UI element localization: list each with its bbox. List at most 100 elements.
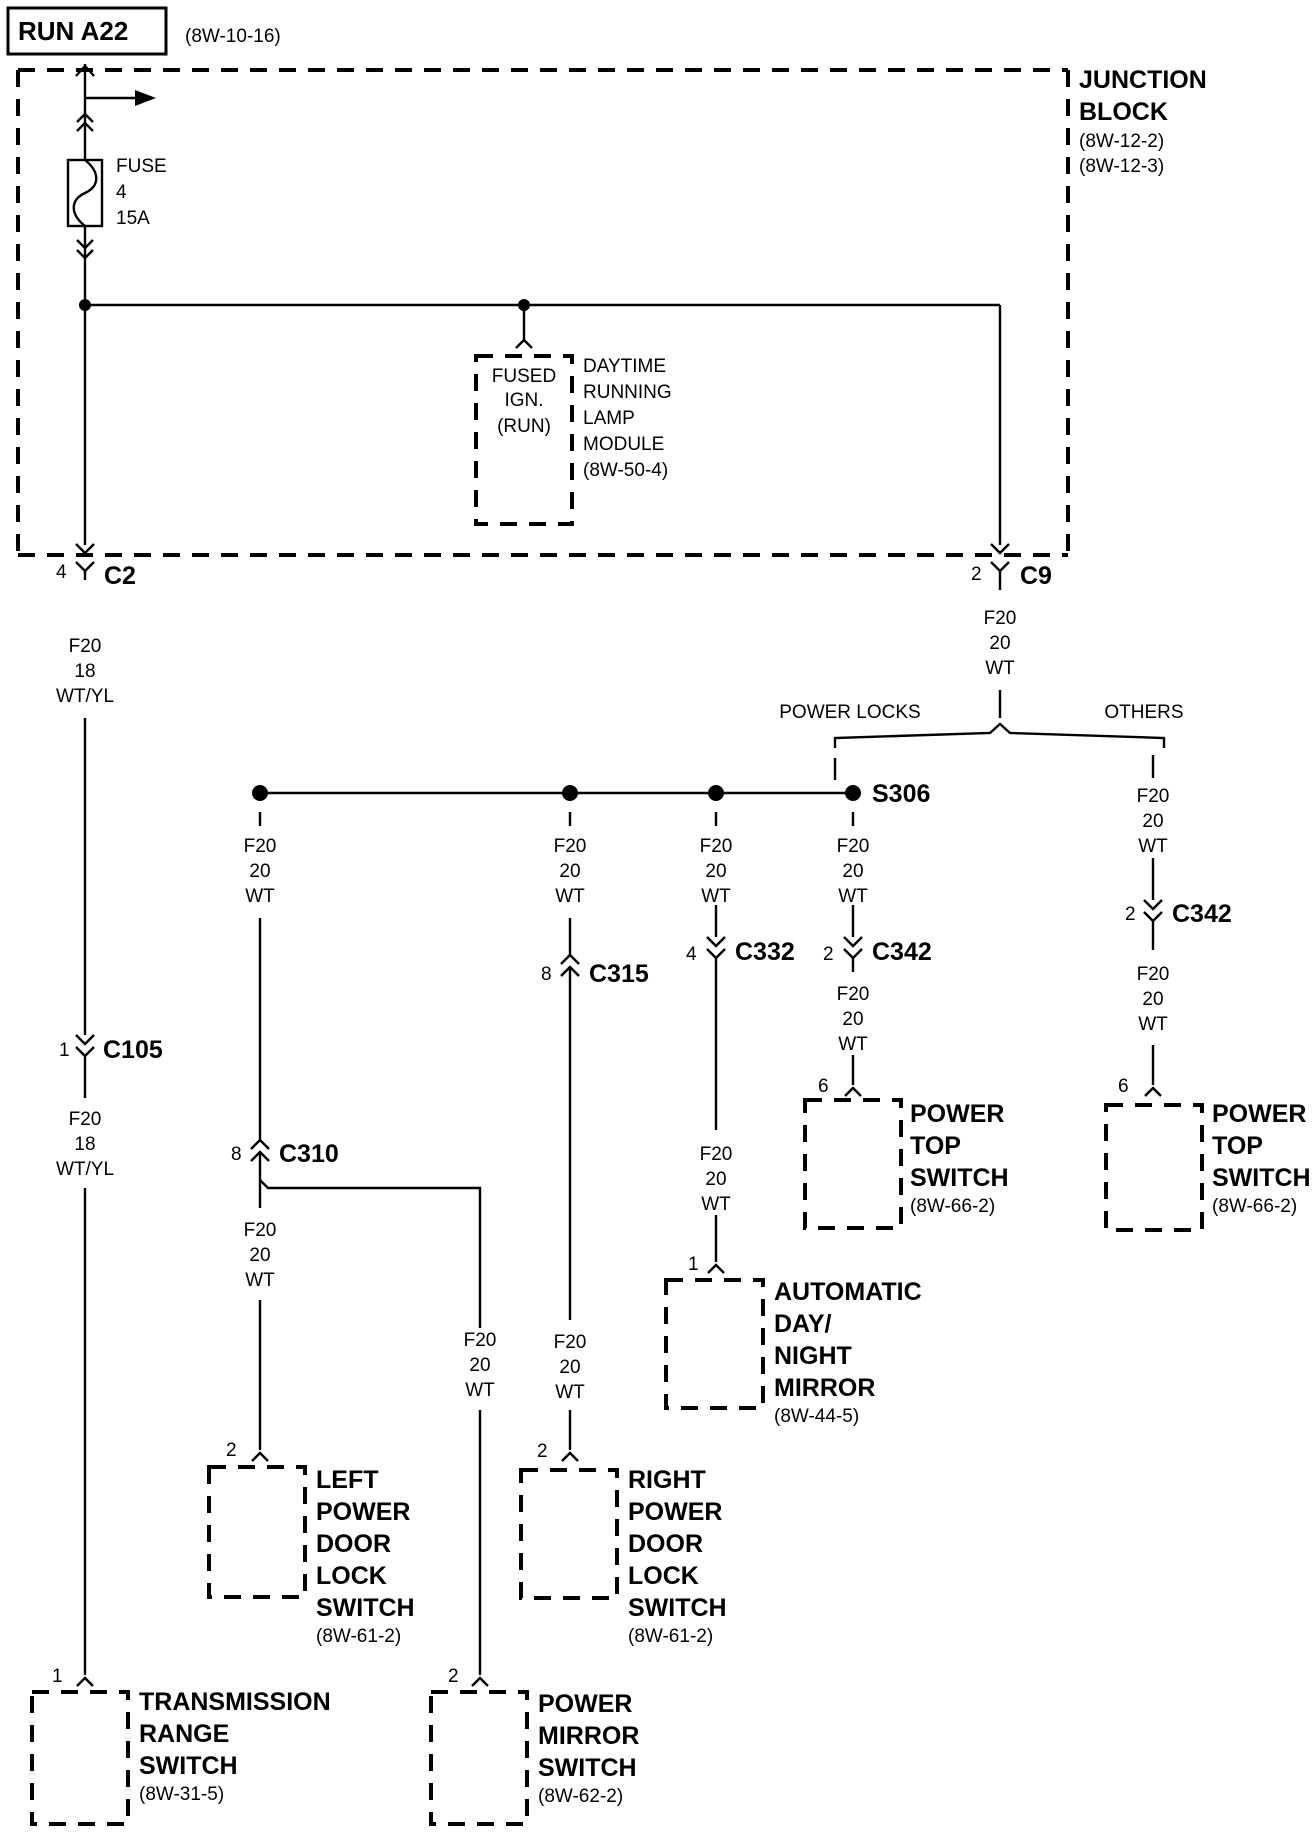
svg-text:20: 20 — [705, 1169, 726, 1190]
svg-text:WT/YL: WT/YL — [56, 686, 114, 707]
c332-pin: 4 — [686, 944, 697, 965]
fuse-rating: 15A — [116, 208, 150, 229]
wire-label-c310-2: F20 20 WT — [244, 1220, 277, 1291]
wire-label-c310-1: F20 20 WT — [244, 836, 277, 907]
wire-label-c332-1: F20 20 WT — [700, 836, 733, 907]
right-lock-switch-label: RIGHT — [628, 1466, 706, 1494]
connector-c315 — [560, 953, 580, 1320]
left-lock-switch-label: LOCK — [316, 1562, 387, 1590]
svg-text:F20: F20 — [837, 984, 870, 1005]
power-top-2-pin: 6 — [1118, 1076, 1129, 1097]
branch-others: OTHERS — [1104, 702, 1183, 723]
power-top-switch-2-label: SWITCH — [1212, 1164, 1311, 1192]
c332-name: C332 — [735, 938, 795, 966]
wire-label-c2: F20 18 WT/YL — [56, 636, 114, 707]
branch-split — [833, 722, 1166, 748]
wire-label-c332-2: F20 20 WT — [700, 1144, 733, 1215]
c315-name: C315 — [589, 960, 649, 988]
c105-name: C105 — [103, 1036, 163, 1064]
auto-mirror-label: MIRROR — [774, 1374, 875, 1402]
c342-others-pin: 2 — [1125, 904, 1136, 925]
power-top-switch-2-label: POWER — [1212, 1100, 1306, 1128]
power-top-switch-1-label: POWER — [910, 1100, 1004, 1128]
splice-s306: S306 — [872, 780, 930, 808]
wire-label-c9: F20 20 WT — [984, 608, 1017, 679]
c315-pin: 8 — [541, 964, 552, 985]
svg-text:WT: WT — [1138, 1014, 1168, 1035]
circuit-title-box — [6, 6, 168, 56]
power-top-1-pin: 6 — [818, 1076, 829, 1097]
svg-text:20: 20 — [559, 861, 580, 882]
right-lock-switch-box — [519, 1468, 619, 1600]
right-lock-switch-label: POWER — [628, 1498, 722, 1526]
right-lock-switch-label: LOCK — [628, 1562, 699, 1590]
power-top-switch-2-label: TOP — [1212, 1132, 1263, 1160]
wire-label-mirror: F20 20 WT — [464, 1330, 497, 1401]
wire-label-others-2: F20 20 WT — [1137, 964, 1170, 1035]
left-lock-pin: 2 — [226, 1440, 237, 1461]
svg-text:F20: F20 — [700, 1144, 733, 1165]
fuse-output — [76, 226, 1002, 545]
drl-module-box — [474, 354, 574, 526]
svg-text:20: 20 — [249, 1245, 270, 1266]
connector-c2 — [75, 543, 95, 580]
svg-text:20: 20 — [1142, 989, 1163, 1010]
svg-text:F20: F20 — [244, 1220, 277, 1241]
svg-text:WT: WT — [555, 1382, 585, 1403]
wire-label-s306-1: F20 20 WT — [837, 836, 870, 907]
right-lock-switch-label: SWITCH — [628, 1594, 727, 1622]
fuse-number: 4 — [116, 182, 127, 203]
auto-mirror-label: AUTOMATIC — [774, 1278, 922, 1306]
drl-module-label: MODULE — [583, 434, 664, 455]
svg-text:F20: F20 — [554, 836, 587, 857]
c9-pin: 2 — [971, 564, 982, 585]
power-top-switch-1-ref: (8W-66-2) — [910, 1196, 995, 1217]
main-feed-wire — [75, 64, 156, 160]
circuit-ref: (8W-10-16) — [185, 26, 281, 47]
wire-label-s306-2: F20 20 WT — [837, 984, 870, 1055]
power-top-switch-2-ref: (8W-66-2) — [1212, 1196, 1297, 1217]
auto-mirror-label: NIGHT — [774, 1342, 852, 1370]
right-lock-pin: 2 — [537, 1441, 548, 1462]
junction-block-ref: (8W-12-3) — [1079, 156, 1164, 177]
c342-locks-pin: 2 — [823, 944, 834, 965]
svg-text:F20: F20 — [69, 1109, 102, 1130]
power-mirror-switch-label: POWER — [538, 1690, 632, 1718]
connector-c342-others — [1143, 899, 1163, 950]
svg-text:20: 20 — [842, 1009, 863, 1030]
svg-text:F20: F20 — [984, 608, 1017, 629]
right-lock-switch-ref: (8W-61-2) — [628, 1626, 713, 1647]
drl-module-ref: (8W-50-4) — [583, 460, 668, 481]
auto-mirror-box — [664, 1278, 765, 1410]
c9-name: C9 — [1020, 562, 1052, 590]
c105-pin: 1 — [59, 1040, 70, 1061]
c2-name: C2 — [104, 562, 136, 590]
left-lock-switch-box — [207, 1465, 307, 1599]
drl-pin-label: FUSED — [492, 366, 556, 387]
svg-text:F20: F20 — [69, 636, 102, 657]
svg-text:WT: WT — [701, 886, 731, 907]
wire-label-c315-1: F20 20 WT — [554, 836, 587, 907]
svg-text:WT: WT — [245, 886, 275, 907]
connector-c332 — [706, 936, 726, 1130]
trans-range-switch-label: RANGE — [139, 1720, 229, 1748]
trans-range-switch-ref: (8W-31-5) — [139, 1784, 224, 1805]
c342-others-name: C342 — [1172, 900, 1232, 928]
c2-pin: 4 — [56, 562, 67, 583]
wire-label-others-1: F20 20 WT — [1137, 786, 1170, 857]
junction-block-outline — [16, 68, 1070, 557]
svg-text:F20: F20 — [554, 1332, 587, 1353]
svg-text:20: 20 — [1142, 811, 1163, 832]
c310-pin: 8 — [231, 1144, 242, 1165]
trans-range-switch-label: SWITCH — [139, 1752, 238, 1780]
svg-text:20: 20 — [989, 633, 1010, 654]
power-mirror-pin: 2 — [448, 1666, 459, 1687]
svg-text:F20: F20 — [244, 836, 277, 857]
svg-text:WT: WT — [701, 1194, 731, 1215]
svg-text:F20: F20 — [837, 836, 870, 857]
wire-label-c315-2: F20 20 WT — [554, 1332, 587, 1403]
svg-text:20: 20 — [559, 1357, 580, 1378]
svg-text:F20: F20 — [1137, 964, 1170, 985]
power-top-switch-1-label: SWITCH — [910, 1164, 1009, 1192]
wire-label-c105: F20 18 WT/YL — [56, 1109, 114, 1180]
